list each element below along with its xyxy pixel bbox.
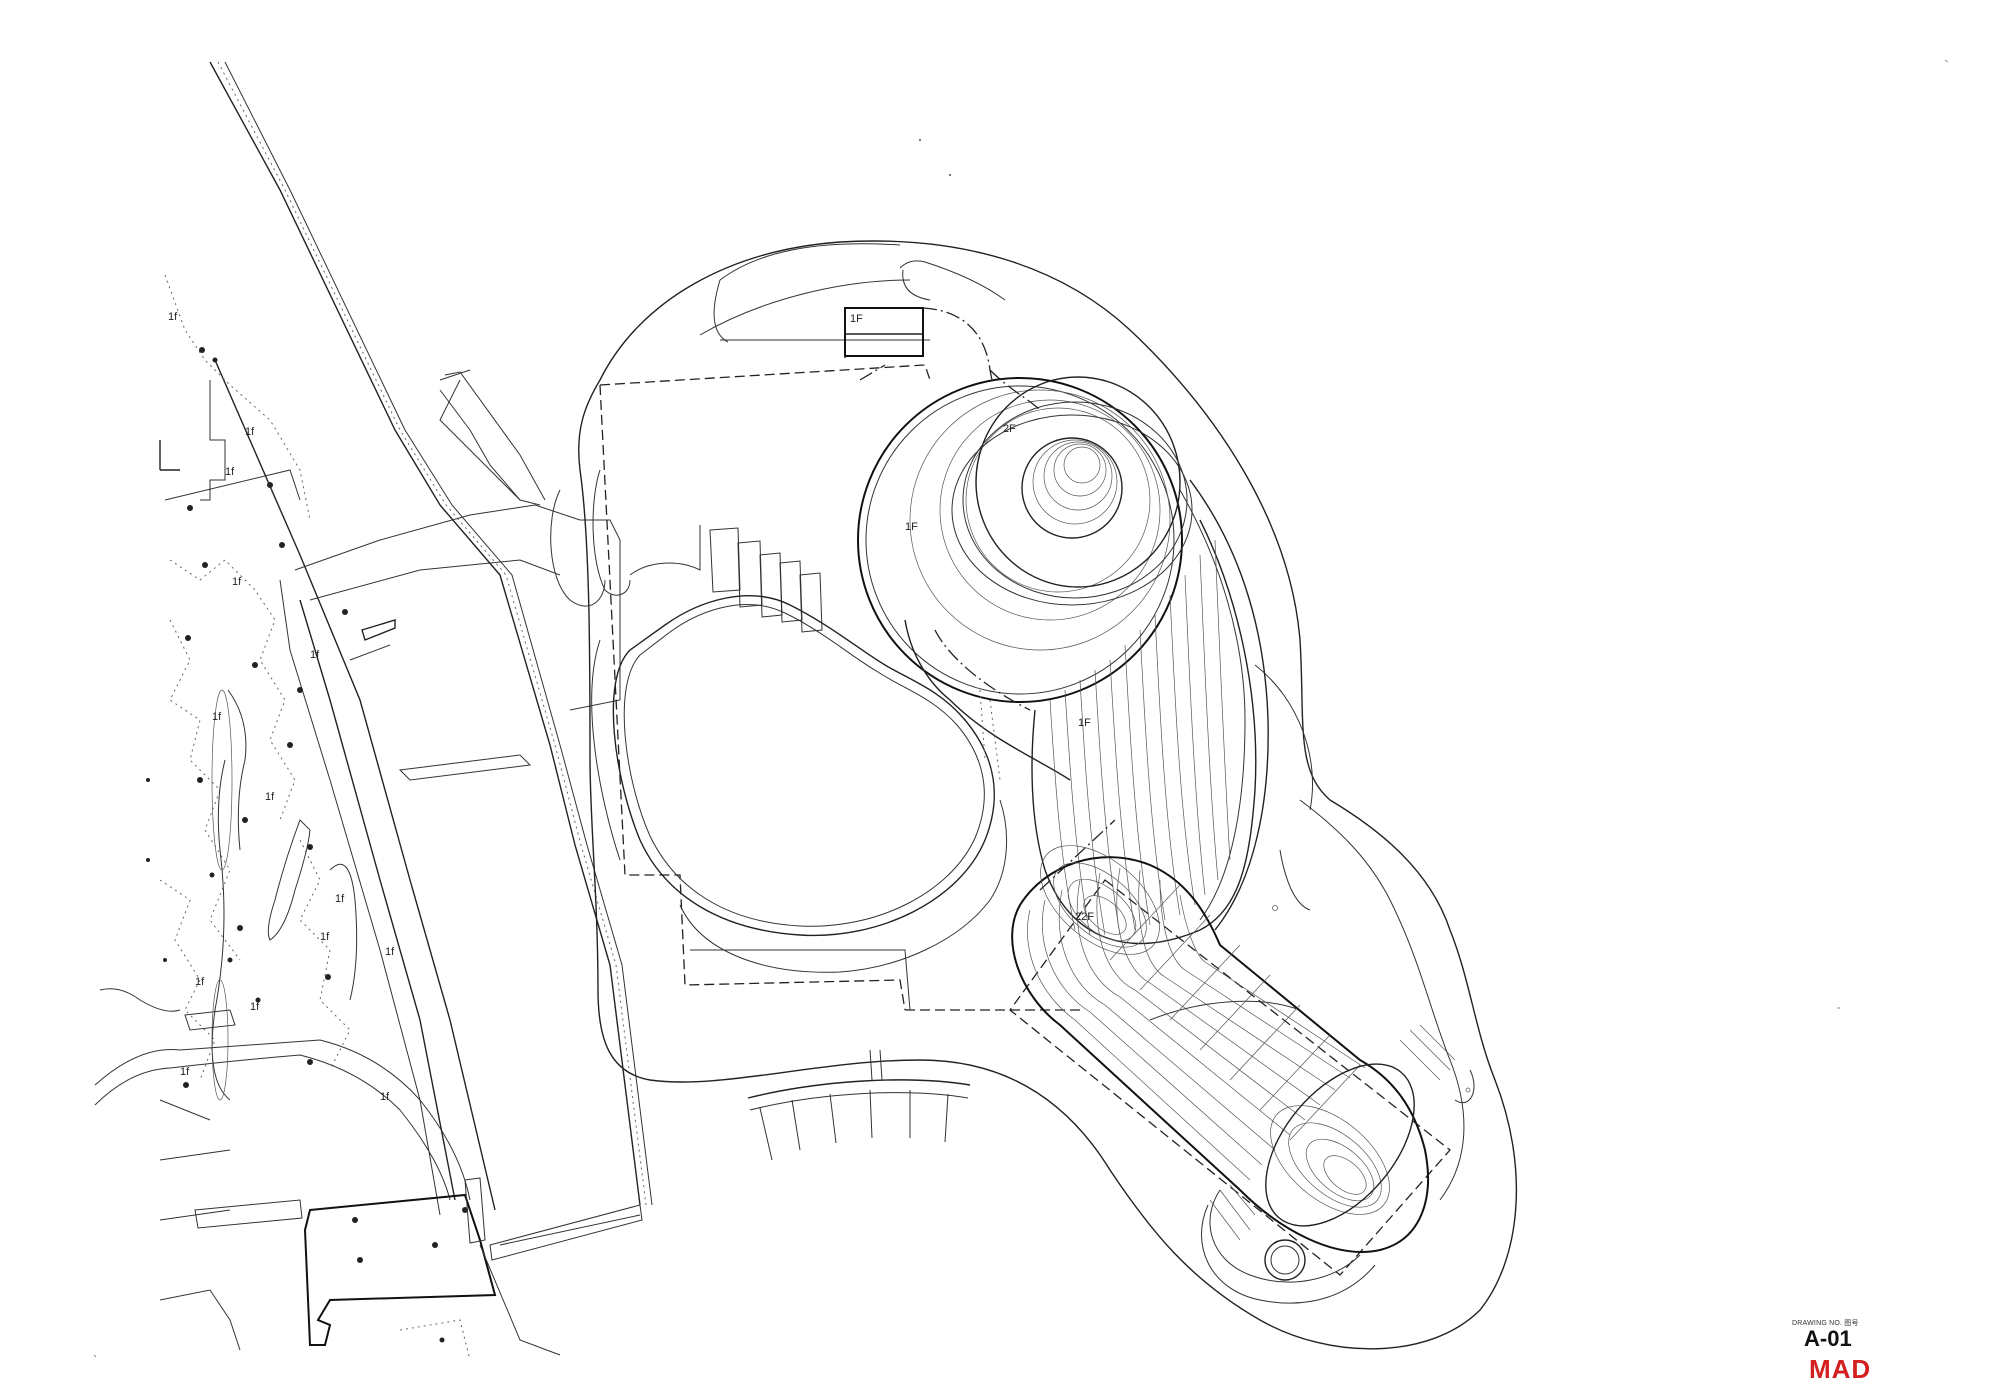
railway-lines	[209, 61, 653, 1206]
svg-text:1f: 1f	[245, 426, 255, 438]
svg-text:1f: 1f	[250, 1001, 260, 1013]
brand-logo: MAD	[1809, 1354, 1872, 1384]
tower-floor-label: 22F	[1075, 911, 1094, 923]
pond	[591, 595, 1007, 1011]
svg-text:1f: 1f	[225, 466, 235, 478]
svg-text:1f: 1f	[265, 791, 275, 803]
south-landing	[1201, 905, 1471, 1304]
svg-text:1f: 1f	[380, 1091, 390, 1103]
west-landscape: 1f 1f 1f 1f 1f 1f 1f 1f 1f 1f 1f 1f 1f 1…	[94, 274, 471, 1361]
svg-text:1f: 1f	[335, 893, 345, 905]
north-pavilion-floor-label: 1F	[850, 313, 863, 325]
svg-text:1f: 1f	[180, 1066, 190, 1078]
svg-text:1f: 1f	[320, 931, 330, 943]
stray-marks	[93, 59, 1949, 1358]
svg-text:1f: 1f	[195, 976, 205, 988]
svg-text:1f: 1f	[212, 711, 222, 723]
east-wing-floor-label: 1F	[1078, 717, 1091, 729]
svg-text:1f: 1f	[232, 576, 242, 588]
site-boundary	[439, 240, 1518, 1350]
tower-mesh	[1027, 845, 1390, 1215]
west-road	[214, 359, 621, 1216]
entrance-building	[194, 1177, 643, 1356]
ring-top-floor-label: 2F	[1003, 423, 1016, 435]
drawing-number-caption: DRAWING NO. 图号	[1792, 1320, 1859, 1327]
drawing-number: A-01	[1804, 1326, 1852, 1351]
west-block-footprint	[599, 364, 1085, 1011]
title-block: DRAWING NO. 图号 A-01 MAD	[1792, 1318, 1912, 1384]
ring-building: 2F 1F	[857, 364, 1193, 781]
svg-text:1f: 1f	[385, 946, 395, 958]
west-trees	[146, 347, 468, 1343]
east-wing-hatch	[1049, 539, 1231, 936]
svg-text:1f: 1f	[168, 311, 178, 323]
north-pavilion: 1F	[844, 307, 993, 381]
amphitheatre	[747, 1049, 971, 1161]
tower-22f: 22F	[1009, 819, 1456, 1276]
svg-text:1f: 1f	[310, 649, 320, 661]
west-area-labels: 1f 1f 1f 1f 1f 1f 1f 1f 1f 1f 1f 1f 1f 1…	[168, 311, 395, 1103]
east-wing: 1F	[979, 479, 1269, 945]
ring-base-floor-label: 1F	[905, 521, 918, 533]
